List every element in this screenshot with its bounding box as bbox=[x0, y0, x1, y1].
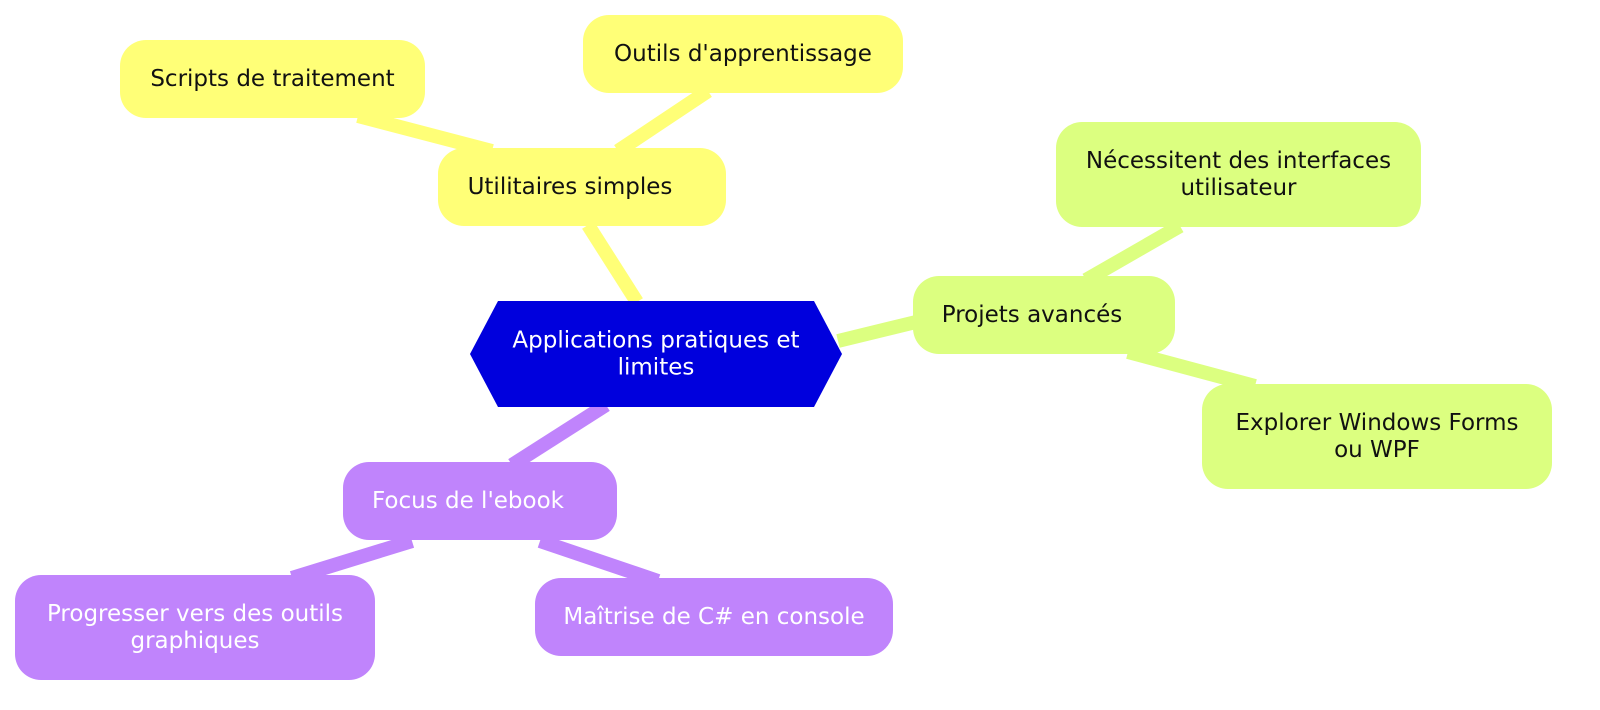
child-node-progresser-shape bbox=[15, 575, 375, 680]
child-node-windows-shape bbox=[1202, 384, 1552, 489]
child-node-scripts-shape bbox=[120, 40, 425, 118]
child-node-interfaces-label-line: utilisateur bbox=[1180, 175, 1297, 201]
edge-focus-to-maitrise bbox=[537, 534, 661, 588]
branch-node-focus-shape bbox=[343, 462, 617, 540]
child-node-scripts[interactable]: Scripts de traitement bbox=[120, 40, 425, 118]
mindmap-edges bbox=[289, 85, 1257, 588]
child-node-interfaces-shape bbox=[1056, 122, 1421, 227]
child-node-outils[interactable]: Outils d'apprentissage bbox=[583, 15, 903, 93]
branch-node-projets-label: Projets avancés bbox=[942, 302, 1123, 328]
child-node-progresser-label-line: graphiques bbox=[130, 628, 259, 654]
edge-utilitaires-to-scripts bbox=[356, 109, 494, 158]
child-node-maitrise-label-line: Maîtrise de C# en console bbox=[563, 604, 864, 630]
child-node-scripts-label-line: Scripts de traitement bbox=[150, 66, 394, 92]
child-node-windows-label-line: ou WPF bbox=[1334, 437, 1420, 463]
edge-root-to-projets bbox=[836, 315, 918, 348]
branch-node-focus-label: Focus de l'ebook bbox=[372, 488, 565, 514]
root-label-line: limites bbox=[618, 355, 695, 381]
branch-node-projets-shape bbox=[913, 276, 1175, 354]
root-label-line: Applications pratiques et bbox=[512, 328, 799, 354]
child-node-maitrise[interactable]: Maîtrise de C# en console bbox=[535, 578, 893, 656]
root-hexagon-shape bbox=[470, 301, 842, 407]
child-node-outils-label-line: Outils d'apprentissage bbox=[614, 41, 872, 67]
child-node-maitrise-shape bbox=[535, 578, 893, 656]
edge-focus-to-progresser bbox=[289, 534, 415, 585]
edge-projets-to-windows bbox=[1126, 345, 1257, 393]
child-node-progresser-label-line: Progresser vers des outils bbox=[47, 601, 343, 627]
branch-node-utilitaires-label: Utilitaires simples bbox=[468, 174, 673, 200]
branch-node-utilitaires[interactable]: Utilitaires simples bbox=[438, 148, 726, 226]
branch-node-utilitaires-shape bbox=[438, 148, 726, 226]
edge-root-to-focus bbox=[508, 399, 610, 471]
child-node-windows-label-line: Explorer Windows Forms bbox=[1236, 410, 1519, 436]
child-node-interfaces-label-line: Nécessitent des interfaces bbox=[1086, 148, 1391, 174]
edge-projets-to-interfaces bbox=[1082, 219, 1184, 287]
branch-node-focus[interactable]: Focus de l'ebook bbox=[343, 462, 617, 540]
edge-root-to-utilitaires bbox=[582, 221, 643, 306]
edge-utilitaires-to-outils bbox=[614, 85, 712, 157]
branch-node-projets[interactable]: Projets avancés bbox=[913, 276, 1175, 354]
child-node-outils-shape bbox=[583, 15, 903, 93]
